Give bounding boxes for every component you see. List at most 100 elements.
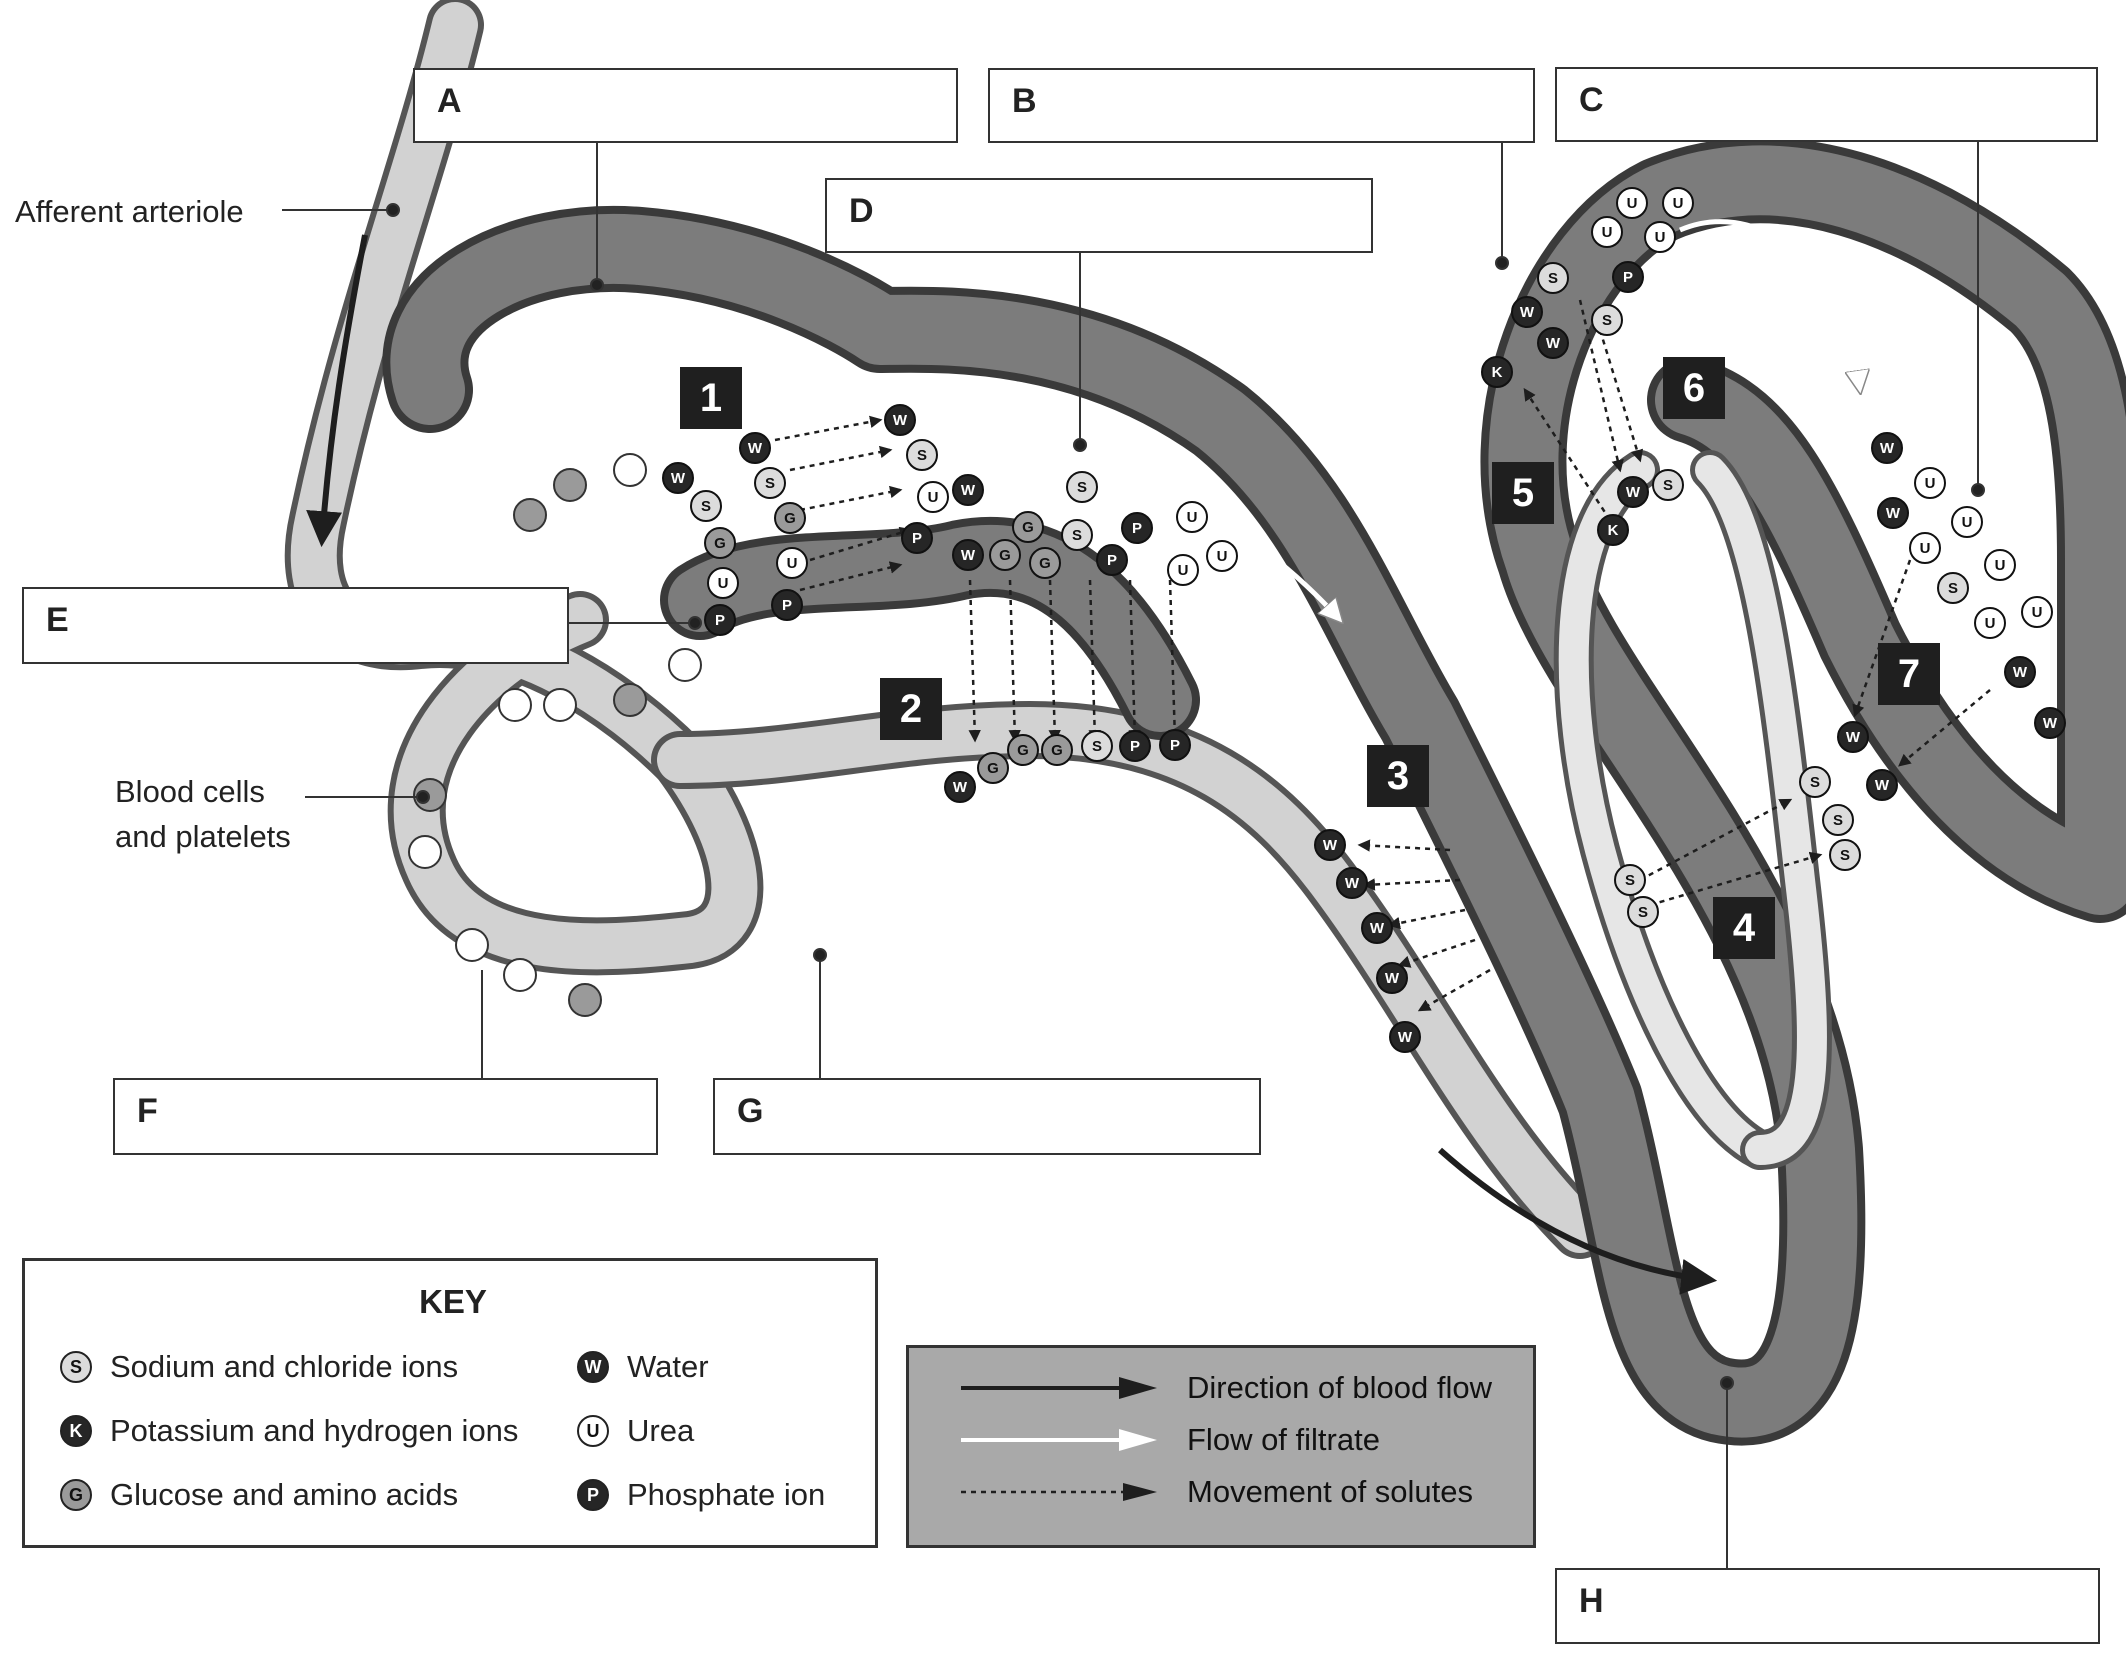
svg-text:P: P (1130, 738, 1140, 755)
step-6-marker: 6 (1663, 357, 1725, 419)
svg-text:U: U (1985, 615, 1996, 632)
svg-text:G: G (1039, 555, 1051, 572)
svg-text:W: W (953, 779, 968, 796)
answer-box-h[interactable]: H (1555, 1568, 2100, 1644)
urea-symbol-icon: U (577, 1415, 609, 1447)
key-item-water: W Water (577, 1349, 709, 1385)
answer-box-c[interactable]: C (1555, 67, 2098, 142)
svg-text:W: W (1626, 484, 1641, 501)
svg-text:W: W (1846, 729, 1861, 746)
svg-text:S: S (1077, 479, 1087, 496)
answer-letter-e: E (46, 601, 69, 640)
legend-blood-flow-text: Direction of blood flow (1187, 1370, 1492, 1406)
legend-filtrate-flow-text: Flow of filtrate (1187, 1422, 1380, 1458)
svg-text:W: W (961, 482, 976, 499)
step-2-marker: 2 (880, 678, 942, 740)
svg-text:W: W (1520, 304, 1535, 321)
answer-box-a[interactable]: A (413, 68, 958, 143)
svg-text:U: U (787, 555, 798, 572)
svg-text:S: S (1602, 312, 1612, 329)
sodium-symbol-icon: S (60, 1351, 92, 1383)
key-item-potassium: K Potassium and hydrogen ions (60, 1413, 518, 1449)
blood-cells-label-line1: Blood cells (115, 770, 265, 814)
svg-text:G: G (1017, 742, 1029, 759)
legend-item-filtrate-flow: Flow of filtrate (959, 1422, 1380, 1458)
svg-text:W: W (1385, 970, 1400, 987)
svg-text:S: S (1625, 872, 1635, 889)
svg-text:S: S (701, 498, 711, 515)
svg-text:W: W (2013, 664, 2028, 681)
phosphate-symbol-icon: P (577, 1479, 609, 1511)
svg-text:S: S (1948, 580, 1958, 597)
svg-text:S: S (1092, 738, 1102, 755)
answer-letter-d: D (849, 192, 874, 231)
svg-text:S: S (1810, 774, 1820, 791)
svg-text:W: W (893, 412, 908, 429)
svg-text:G: G (1022, 519, 1034, 536)
answer-box-f[interactable]: F (113, 1078, 658, 1155)
svg-text:G: G (1051, 742, 1063, 759)
answer-letter-g: G (737, 1092, 763, 1131)
key-item-glucose: G Glucose and amino acids (60, 1477, 458, 1513)
svg-text:S: S (1840, 847, 1850, 864)
key-item-sodium: S Sodium and chloride ions (60, 1349, 458, 1385)
water-symbol-icon: W (577, 1351, 609, 1383)
answer-box-d[interactable]: D (825, 178, 1373, 253)
svg-text:S: S (1663, 477, 1673, 494)
svg-text:G: G (784, 510, 796, 527)
svg-text:W: W (1886, 505, 1901, 522)
svg-text:U: U (1627, 195, 1638, 212)
dotted-arrow-icon (959, 1480, 1159, 1504)
svg-text:U: U (928, 489, 939, 506)
potassium-symbol-icon: K (60, 1415, 92, 1447)
svg-text:U: U (1925, 475, 1936, 492)
svg-text:W: W (1398, 1029, 1413, 1046)
svg-text:S: S (917, 447, 927, 464)
svg-text:U: U (1602, 224, 1613, 241)
svg-text:W: W (1875, 777, 1890, 794)
svg-text:G: G (987, 760, 999, 777)
key-item-urea-text: Urea (627, 1413, 694, 1449)
answer-box-b[interactable]: B (988, 68, 1535, 143)
legend-item-solute-movement: Movement of solutes (959, 1474, 1473, 1510)
glucose-symbol-icon: G (60, 1479, 92, 1511)
answer-box-e[interactable]: E (22, 587, 569, 664)
svg-text:W: W (748, 440, 763, 457)
svg-text:S: S (1072, 527, 1082, 544)
svg-text:W: W (1323, 837, 1338, 854)
step-1-marker: 1 (680, 367, 742, 429)
answer-box-g[interactable]: G (713, 1078, 1261, 1155)
svg-text:U: U (1962, 514, 1973, 531)
black-arrow-icon (959, 1376, 1159, 1400)
svg-text:P: P (1170, 737, 1180, 754)
key-item-water-text: Water (627, 1349, 709, 1385)
answer-letter-c: C (1579, 81, 1604, 120)
key-title: KEY (25, 1283, 881, 1321)
svg-text:G: G (999, 547, 1011, 564)
step-3-marker: 3 (1367, 745, 1429, 807)
key-item-urea: U Urea (577, 1413, 694, 1449)
answer-letter-f: F (137, 1092, 158, 1131)
svg-text:P: P (782, 597, 792, 614)
key-item-glucose-text: Glucose and amino acids (110, 1477, 458, 1513)
svg-text:P: P (715, 612, 725, 629)
svg-text:K: K (1608, 522, 1619, 539)
svg-text:P: P (1107, 552, 1117, 569)
svg-text:S: S (1548, 270, 1558, 287)
svg-text:G: G (714, 535, 726, 552)
step-4-marker: 4 (1713, 897, 1775, 959)
afferent-arteriole-label: Afferent arteriole (15, 190, 244, 234)
key-item-potassium-text: Potassium and hydrogen ions (110, 1413, 518, 1449)
svg-text:W: W (1880, 440, 1895, 457)
svg-text:P: P (1623, 269, 1633, 286)
svg-text:W: W (1345, 875, 1360, 892)
blood-cells-label-line2: and platelets (115, 815, 291, 859)
key-panel: KEY S Sodium and chloride ions W Water K… (22, 1258, 878, 1548)
answer-letter-a: A (437, 82, 462, 121)
svg-text:U: U (2032, 604, 2043, 621)
key-item-sodium-text: Sodium and chloride ions (110, 1349, 458, 1385)
arrow-legend-panel: Direction of blood flow Flow of filtrate… (906, 1345, 1536, 1548)
svg-text:U: U (1187, 509, 1198, 526)
svg-text:S: S (765, 475, 775, 492)
